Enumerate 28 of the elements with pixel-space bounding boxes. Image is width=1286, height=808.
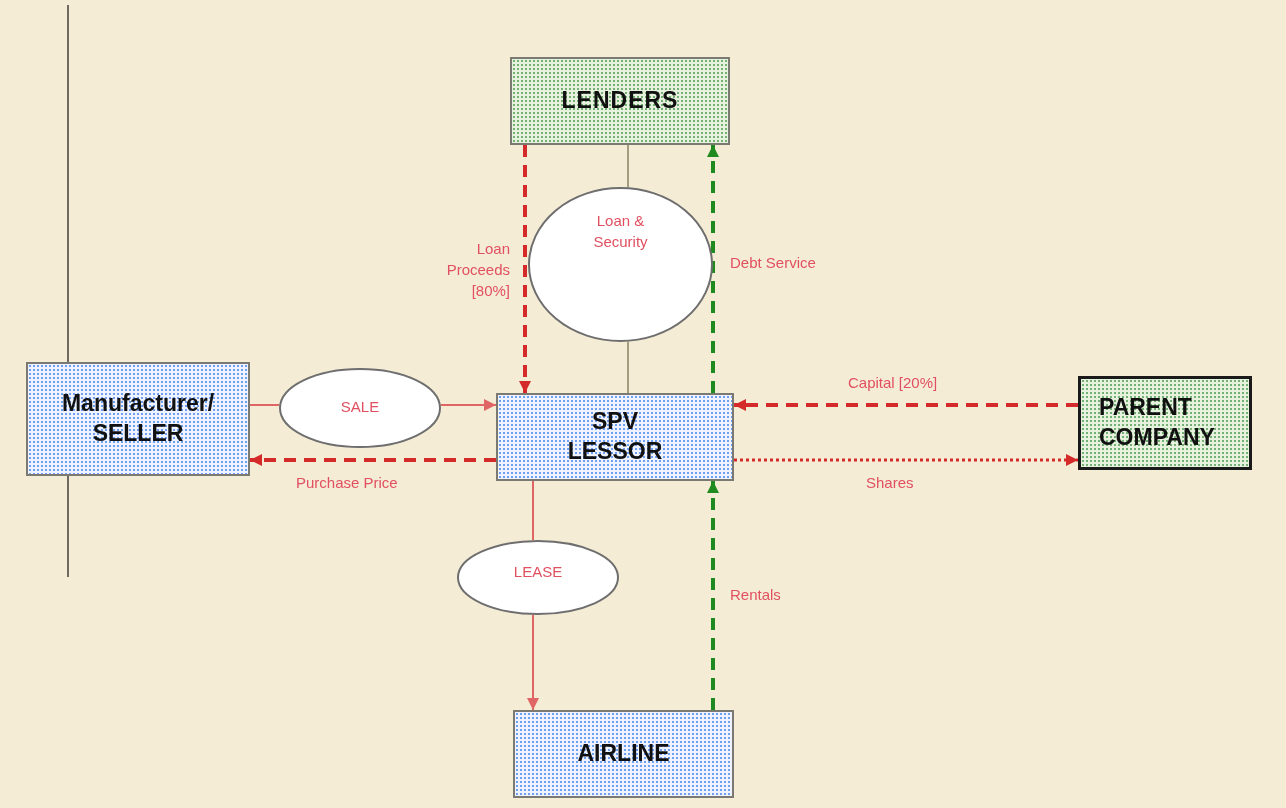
connector-line <box>249 404 281 406</box>
ellipse-label: LEASE <box>512 562 564 582</box>
arrow <box>734 454 1078 466</box>
ellipse-label: SALE <box>339 396 381 417</box>
loan-security-ellipse <box>528 187 713 342</box>
arrow <box>734 399 1078 411</box>
sale-ellipse <box>279 368 441 448</box>
arrow <box>439 399 497 411</box>
lessor-box <box>496 393 734 481</box>
arrow <box>527 613 539 711</box>
connector-line <box>627 144 629 189</box>
connector-line <box>627 340 629 394</box>
lease-ellipse <box>457 540 619 615</box>
box-label: Manufacturer/ SELLER <box>60 389 216 448</box>
airline-box <box>513 710 734 798</box>
box-label: PARENT COMPANY <box>1099 393 1216 452</box>
arrow <box>250 454 496 466</box>
arrow <box>707 145 719 393</box>
box-label: SPV LESSOR <box>566 407 664 466</box>
ellipse-label: Loan & Security <box>592 210 649 252</box>
lenders-box <box>510 57 730 145</box>
box-label: AIRLINE <box>577 739 670 769</box>
seller-box <box>26 362 250 476</box>
arrow <box>519 145 531 393</box>
box-label: LENDERS <box>561 86 679 116</box>
arrow <box>707 481 719 710</box>
parent-company-box <box>1078 376 1252 470</box>
connector-line <box>532 480 534 542</box>
